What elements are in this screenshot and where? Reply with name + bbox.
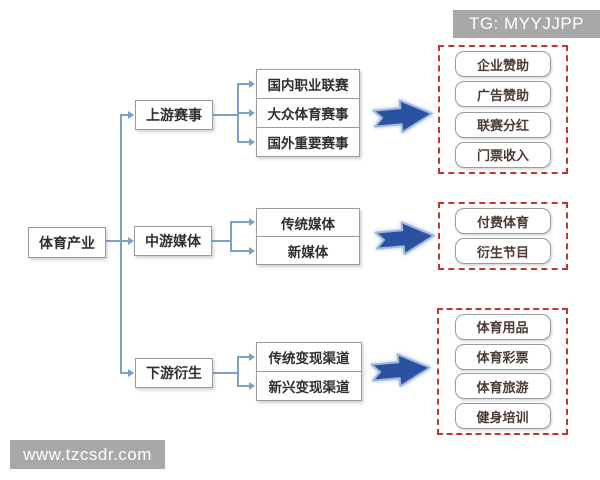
connector-downstream-child1 [237,356,249,358]
node-domestic-pro-league: 国内职业联赛 [256,69,360,99]
outcome-item-sports-lottery: 体育彩票 [454,343,551,370]
outcome-item-league-dividends: 联赛分红 [455,111,551,138]
connector-midstream-out [212,240,230,242]
node-downstream-derivatives: 下游衍生 [135,358,213,388]
connector-trunk-to-downstream [120,372,128,374]
node-root-sports-industry: 体育产业 [28,227,106,258]
connector-downstream-child2 [237,385,249,387]
arrowhead-midstream [128,237,134,245]
arrowhead-midstream-child1 [249,218,255,226]
outcome-panel-downstream: 体育用品 体育彩票 体育旅游 健身培训 [437,308,568,435]
arrowhead-downstream-child2 [249,382,255,390]
outcome-item-ad-sponsorship: 广告赞助 [455,81,551,108]
block-arrow-icon [372,96,436,136]
arrowhead-upstream-child1 [249,80,255,88]
arrowhead-downstream [128,369,134,377]
node-new-monetization: 新兴变现渠道 [256,371,362,401]
outcome-item-paid-sports: 付费体育 [455,208,551,234]
arrowhead-upstream-child3 [249,138,255,146]
outcome-panel-upstream: 企业赞助 广告赞助 联赛分红 门票收入 [438,45,568,174]
outcome-item-ticket-revenue: 门票收入 [455,141,551,168]
connector-trunk-to-upstream [120,114,128,116]
node-midstream-media: 中游媒体 [134,226,212,256]
connector-downstream-out [213,372,237,374]
connector-midstream-child1 [230,221,249,223]
watermark-site-badge: www.tzcsdr.com [10,440,165,469]
node-traditional-monetization: 传统变现渠道 [256,342,362,372]
arrowhead-downstream-child1 [249,353,255,361]
outcome-item-sports-tourism: 体育旅游 [454,373,551,400]
block-arrow-icon [374,219,438,257]
watermark-tg-text: TG: MYYJJPP [468,14,585,33]
outcome-item-fitness-training: 健身培训 [454,403,551,430]
connector-upstream-out [213,114,237,116]
outcome-panel-midstream: 付费体育 衍生节目 [438,202,568,270]
arrowhead-upstream [128,111,134,119]
arrowhead-upstream-child2 [249,109,255,117]
node-mass-sports-events: 大众体育赛事 [256,98,360,128]
node-traditional-media: 传统媒体 [256,208,360,237]
connector-upstream-child3 [237,141,249,143]
watermark-site-text: www.tzcsdr.com [23,444,152,464]
node-foreign-major-events: 国外重要赛事 [256,127,360,157]
connector-midstream-child2 [230,250,249,252]
outcome-item-derived-programs: 衍生节目 [455,238,551,264]
node-upstream-events: 上游赛事 [135,100,213,130]
block-arrow-icon [370,350,434,390]
connector-downstream-split [237,357,239,387]
connector-upstream-split [237,84,239,143]
connector-midstream-split [230,222,232,251]
connector-upstream-child2 [237,112,249,114]
connector-root-to-midstream [106,240,128,242]
arrowhead-midstream-child2 [249,247,255,255]
watermark-tg-badge: TG: MYYJJPP [453,10,600,38]
node-new-media: 新媒体 [256,236,360,265]
connector-trunk-vertical [120,115,122,373]
connector-upstream-child1 [237,83,249,85]
outcome-item-corporate-sponsorship: 企业赞助 [455,51,551,78]
outcome-item-sporting-goods: 体育用品 [454,313,551,340]
